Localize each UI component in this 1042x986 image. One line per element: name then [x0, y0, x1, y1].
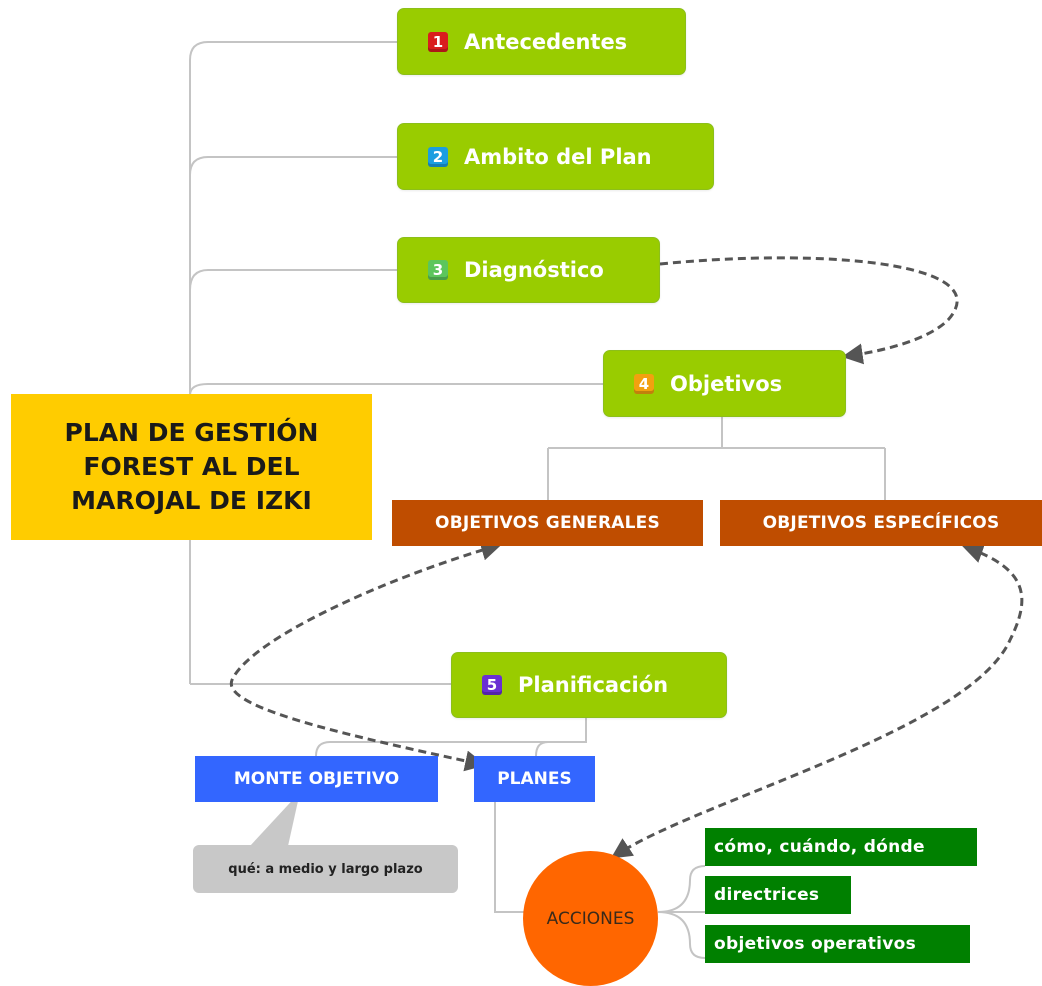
branch-line	[189, 269, 398, 291]
number-5-icon: 5	[482, 675, 502, 695]
dashed-arrow-generales-planes	[229, 540, 503, 772]
accion-item-objetivos-operativos[interactable]: objetivos operativos	[705, 925, 970, 963]
branch-line	[657, 865, 706, 959]
root-title-line: MAROJAL DE IZKI	[71, 486, 312, 515]
branch-line	[494, 802, 524, 913]
dashed-arrow-especificos-acciones	[610, 543, 1024, 859]
root-title-line: FOREST AL DEL	[83, 452, 300, 481]
section-label: Objetivos	[670, 371, 783, 396]
branch-line	[315, 718, 587, 757]
monte-objetivo-callout: qué: a medio y largo plazo	[193, 845, 458, 893]
section-label: Antecedentes	[464, 29, 628, 54]
number-4-icon: 4	[634, 373, 654, 394]
branch-line	[189, 383, 604, 396]
objetivos-especificos-node[interactable]: OBJETIVOS ESPECÍFICOS	[720, 500, 1042, 546]
monte-objetivo-node[interactable]: MONTE OBJETIVO	[195, 756, 438, 802]
section-planificacion[interactable]: 5 Planificación	[451, 652, 727, 718]
planes-node[interactable]: PLANES	[474, 756, 595, 802]
callout-pointer	[250, 792, 300, 846]
branch-line	[189, 156, 398, 176]
dashed-arrow-diagnostico-objetivos	[659, 256, 959, 365]
section-diagnostico[interactable]: 3 Diagnóstico	[397, 237, 660, 303]
acciones-node[interactable]: ACCIONES	[523, 851, 658, 986]
section-label: Planificación	[518, 673, 669, 697]
trunk-line	[189, 41, 398, 684]
branch-line	[547, 417, 886, 500]
number-1-icon: 1	[428, 31, 448, 52]
accion-item-directrices[interactable]: directrices	[705, 876, 851, 914]
root-node[interactable]: PLAN DE GESTIÓN FOREST AL DEL MAROJAL DE…	[11, 394, 372, 540]
section-label: Diagnóstico	[464, 258, 604, 282]
objetivos-generales-node[interactable]: OBJETIVOS GENERALES	[392, 500, 703, 546]
number-3-icon: 3	[428, 260, 448, 280]
root-title-line: PLAN DE GESTIÓN	[64, 418, 319, 447]
section-objetivos[interactable]: 4 Objetivos	[603, 350, 846, 417]
section-label: Ambito del Plan	[464, 144, 652, 169]
section-ambito-del-plan[interactable]: 2 Ambito del Plan	[397, 123, 714, 190]
number-2-icon: 2	[428, 146, 448, 167]
section-antecedentes[interactable]: 1 Antecedentes	[397, 8, 686, 75]
accion-item-como-cuando-donde[interactable]: cómo, cuándo, dónde	[705, 828, 977, 866]
